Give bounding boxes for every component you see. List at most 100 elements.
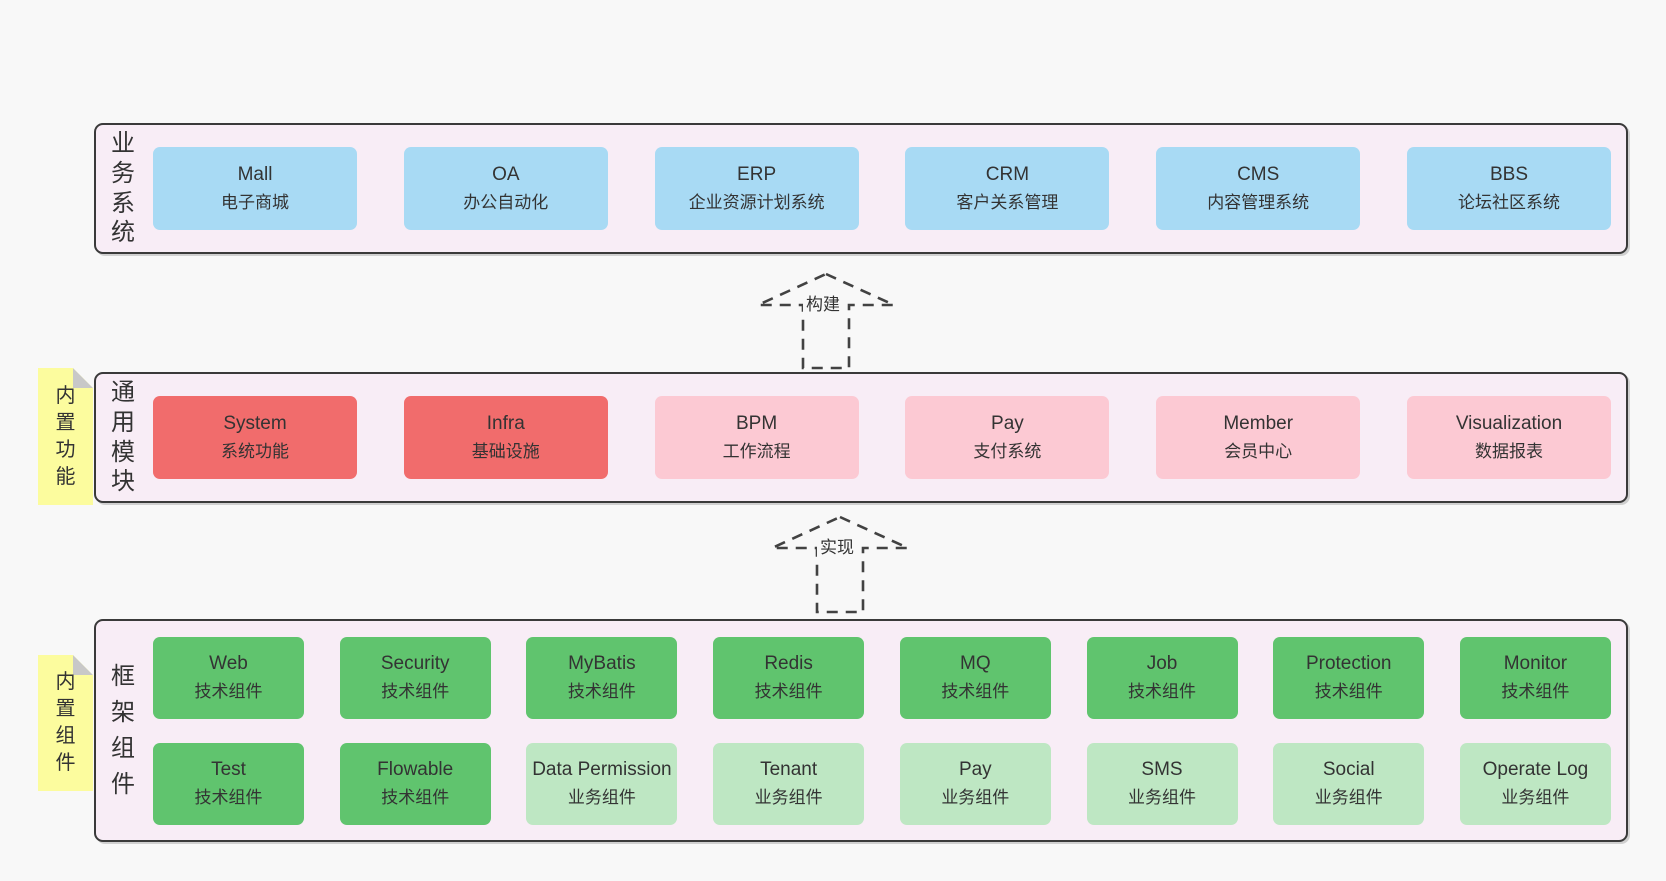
layer-label-components: 框架组件 [106,621,140,840]
box-subtitle: 工作流程 [722,441,791,461]
box-title: CMS [1237,163,1280,185]
build-arrow-label: 构建 [803,293,843,318]
box-social: Social 业务组件 [1273,742,1425,825]
box-subtitle: 业务组件 [1501,787,1570,807]
box-subtitle: 技术组件 [381,787,450,807]
layer-label-modules: 通用模块 [106,374,140,501]
layer-label-text: 框架组件 [111,662,135,798]
layer-business-systems: 业务系统 Mall 电子商城 OA 办公自动化 ERP 企业资源计划系统 CRM… [94,123,1628,254]
box-title: Security [380,652,450,674]
box-title: Monitor [1503,652,1568,674]
box-subtitle: 业务组件 [1314,787,1383,807]
box-subtitle: 技术组件 [567,681,636,701]
box-title: BPM [736,412,778,434]
build-arrow-icon [757,272,895,370]
box-operate-log: Operate Log 业务组件 [1459,742,1611,825]
box-redis: Redis 技术组件 [713,636,865,719]
box-title: Flowable [377,758,454,780]
box-subtitle: 技术组件 [941,681,1010,701]
box-subtitle: 系统功能 [221,441,289,461]
box-pay-system: Pay 支付系统 [905,396,1110,479]
box-title: OA [492,163,520,185]
component-row-2: Test 技术组件 Flowable 技术组件 Data Permission … [153,742,1611,825]
box-subtitle: 技术组件 [1128,681,1197,701]
implement-arrow-label: 实现 [817,536,857,561]
business-boxes-row: Mall 电子商城 OA 办公自动化 ERP 企业资源计划系统 CRM 客户关系… [153,125,1611,252]
implement-arrow-icon [771,515,909,614]
box-subtitle: 技术组件 [381,681,450,701]
box-crm: CRM 客户关系管理 [905,147,1110,230]
box-infra: Infra 基础设施 [403,396,608,479]
box-title: Pay [958,758,992,780]
box-title: BBS [1489,163,1528,185]
layer-label-business: 业务系统 [106,125,140,252]
sticky-note-text: 内置组件 [55,671,76,774]
box-subtitle: 业务组件 [1128,787,1197,807]
box-subtitle: 办公自动化 [463,192,549,212]
box-protection: Protection 技术组件 [1273,636,1425,719]
box-tenant: Tenant 业务组件 [713,742,865,825]
box-subtitle: 支付系统 [973,441,1042,461]
box-title: Redis [764,652,813,674]
box-subtitle: 业务组件 [567,787,636,807]
box-title: Operate Log [1482,758,1589,780]
box-visualization: Visualization 数据报表 [1406,396,1611,479]
box-mybatis: MyBatis 技术组件 [526,636,678,719]
box-subtitle: 业务组件 [941,787,1010,807]
component-boxes-grid: Web 技术组件 Security 技术组件 MyBatis 技术组件 Redi… [153,621,1611,840]
box-mq: MQ 技术组件 [899,636,1051,719]
box-subtitle: 技术组件 [194,681,263,701]
layer-common-modules: 通用模块 System 系统功能 Infra 基础设施 BPM 工作流程 Pay… [94,372,1628,503]
box-bpm: BPM 工作流程 [654,396,859,479]
box-title: Test [211,758,246,780]
box-title: CRM [985,163,1030,185]
box-subtitle: 技术组件 [1314,681,1383,701]
box-title: Job [1146,652,1178,674]
box-subtitle: 内容管理系统 [1207,192,1310,212]
layer-label-text: 业务系统 [111,130,135,247]
box-title: Data Permission [532,758,672,780]
box-subtitle: 电子商城 [221,192,289,212]
box-cms: CMS 内容管理系统 [1156,147,1361,230]
box-system: System 系统功能 [153,396,357,479]
component-row-1: Web 技术组件 Security 技术组件 MyBatis 技术组件 Redi… [153,636,1611,719]
box-title: Infra [486,412,525,434]
box-title: Social [1322,758,1375,780]
box-subtitle: 技术组件 [1501,681,1570,701]
box-member: Member 会员中心 [1156,396,1361,479]
box-oa: OA 办公自动化 [403,147,608,230]
layer-label-text: 通用模块 [111,379,135,496]
box-bbs: BBS 论坛社区系统 [1406,147,1611,230]
box-subtitle: 技术组件 [194,787,263,807]
box-title: Member [1223,412,1294,434]
box-subtitle: 会员中心 [1224,441,1293,461]
box-subtitle: 客户关系管理 [956,192,1059,212]
box-title: MQ [960,652,991,674]
box-job: Job 技术组件 [1086,636,1238,719]
box-mall: Mall 电子商城 [153,147,357,230]
sticky-note-text: 内置功能 [55,384,76,488]
box-security: Security 技术组件 [339,636,491,719]
box-title: ERP [737,163,777,185]
box-title: Pay [991,412,1024,434]
box-title: Mall [237,163,273,185]
module-boxes-row: System 系统功能 Infra 基础设施 BPM 工作流程 Pay 支付系统… [153,374,1611,501]
box-subtitle: 企业资源计划系统 [688,192,825,212]
box-title: MyBatis [568,652,636,674]
box-title: Web [209,652,248,674]
layer-framework-components: 框架组件 Web 技术组件 Security 技术组件 MyBatis 技术组件… [94,619,1628,842]
box-monitor: Monitor 技术组件 [1459,636,1611,719]
box-title: Protection [1305,652,1392,674]
sticky-note-built-in-features: 内置功能 [38,368,93,505]
box-subtitle: 论坛社区系统 [1457,192,1560,212]
box-web: Web 技术组件 [153,636,304,719]
box-test: Test 技术组件 [153,742,304,825]
box-title: System [223,412,287,434]
box-subtitle: 业务组件 [754,787,823,807]
box-erp: ERP 企业资源计划系统 [654,147,859,230]
box-title: Tenant [760,758,818,780]
box-subtitle: 数据报表 [1474,441,1543,461]
box-subtitle: 技术组件 [754,681,823,701]
sticky-note-built-in-components: 内置组件 [38,655,93,791]
